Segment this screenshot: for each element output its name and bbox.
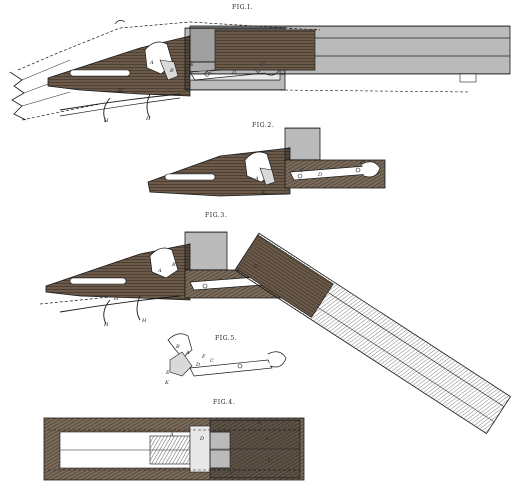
- barrel-chamber: [214, 29, 316, 71]
- figure-1-label: FIG.I.: [232, 4, 253, 11]
- ref-fig1-b: B: [170, 68, 174, 74]
- pivot: [237, 363, 243, 369]
- ref-fig1-a: A: [150, 60, 154, 66]
- block-right: [189, 425, 211, 473]
- trigger-h2: [136, 295, 141, 321]
- ref-fig1-c: C: [210, 70, 214, 76]
- ref-fig4-c: C: [258, 420, 262, 426]
- fore-end-dashed: [279, 89, 471, 93]
- hammer: [149, 247, 179, 279]
- ref-fig3-hp: H': [114, 296, 120, 302]
- trigger-guard: [59, 93, 181, 111]
- figure-5-label: FIG.5.: [215, 335, 238, 342]
- tipped-barrel: [234, 232, 512, 435]
- ref-fig3-f: F: [254, 264, 258, 270]
- figure-1: [9, 20, 511, 123]
- ref-fig4-c3: C: [230, 470, 234, 476]
- figure-3-label: FIG.3.: [205, 212, 228, 219]
- ref-fig5-k: K: [165, 380, 169, 386]
- stock-slot: [164, 173, 216, 181]
- ref-fig1-hp: H': [118, 88, 124, 94]
- ref-fig3-h: H: [104, 322, 109, 328]
- ref-fig2-k: K: [262, 190, 266, 196]
- trigger-guard: [59, 295, 181, 313]
- ref-fig2-d: D: [318, 172, 323, 178]
- sear: [259, 167, 276, 186]
- ref-fig1-e: E: [190, 62, 194, 68]
- figure-3: [39, 231, 512, 435]
- figure-4-label: FIG.4.: [213, 399, 236, 406]
- trigger-h: [103, 299, 111, 325]
- ref-fig5-e: E: [166, 370, 170, 376]
- ref-fig1-c1: C': [260, 62, 266, 68]
- ref-fig1-d: D: [232, 70, 237, 76]
- lever-hook: [361, 161, 381, 178]
- action-frame: [284, 127, 321, 165]
- ref-fig5-a: A: [186, 350, 190, 356]
- ref-fig4-d: D: [200, 436, 205, 442]
- ref-fig5-f: F: [202, 354, 206, 360]
- pivot: [202, 283, 208, 289]
- ref-fig4-a: A: [170, 432, 174, 438]
- ref-fig4-c2: C: [266, 436, 270, 442]
- ref-fig3-b: B: [172, 262, 176, 268]
- ref-fig2-a: A: [255, 176, 259, 182]
- ref-fig3-e: E: [236, 268, 240, 274]
- figure-2-label: FIG.2.: [252, 122, 275, 129]
- pivot-c1: [355, 167, 361, 173]
- stock-slot: [69, 69, 131, 77]
- ref-fig5-d: D: [196, 362, 201, 368]
- ref-fig5-c: C: [210, 358, 214, 364]
- ref-fig3-h2: H: [142, 318, 147, 324]
- figure-2: [147, 127, 386, 197]
- stock-lower-outline: [21, 103, 101, 121]
- rib-dashed: [48, 429, 300, 471]
- ref-fig3-a: A: [158, 268, 162, 274]
- trigger-guard-lower: [59, 97, 181, 117]
- ref-fig2-c: C: [300, 168, 304, 174]
- hammer-piece: [167, 333, 193, 359]
- lever: [189, 359, 273, 377]
- sear: [159, 59, 179, 81]
- stock-outline-dashed: [17, 21, 321, 71]
- link-piece: [169, 351, 193, 377]
- ref-fig2-c1: C': [360, 160, 366, 166]
- ref-fig1-h2: H: [146, 116, 151, 122]
- ref-fig4-cp: C': [268, 458, 274, 464]
- trigger-h2: [146, 93, 151, 119]
- ref-fig5-b: B: [176, 344, 180, 350]
- lever-hook: [267, 351, 287, 368]
- block-left: [149, 435, 191, 465]
- breech-hump: [114, 20, 126, 25]
- pivot-c: [297, 173, 303, 179]
- barrel-lug: [459, 73, 477, 83]
- ref-fig1-h: H: [104, 118, 109, 124]
- stock-break: [9, 71, 27, 121]
- figure-5: [167, 333, 287, 377]
- trigger-h: [103, 97, 111, 123]
- stock-slot: [69, 277, 127, 285]
- figure-4: [43, 417, 305, 481]
